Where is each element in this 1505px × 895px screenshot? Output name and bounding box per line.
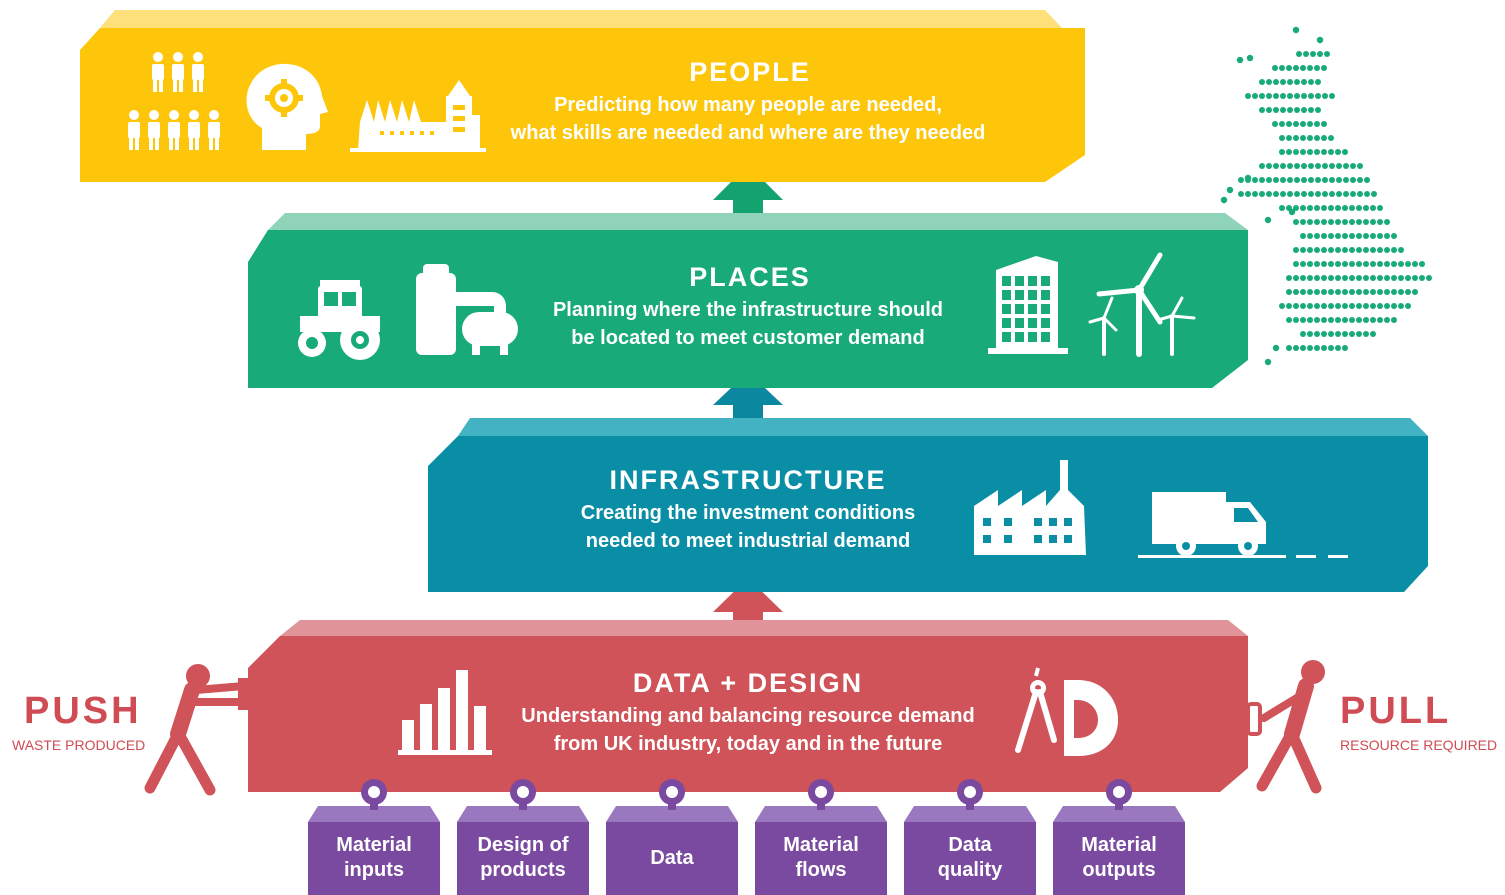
input-data: Data <box>650 846 694 869</box>
input-design-of-products: Design of products <box>477 834 569 881</box>
people-description-line2: what skills are needed and where are the… <box>510 122 986 144</box>
places-title: PLACES <box>689 262 811 292</box>
factory-icon <box>350 80 486 152</box>
push-sublabel: WASTE PRODUCED <box>12 737 146 753</box>
input-material-inputs: Material inputs <box>336 834 412 881</box>
uk-map-icon <box>1220 26 1432 366</box>
compass-ruler-icon <box>1015 667 1118 756</box>
places-description-line1: Planning where the infrastructure should <box>552 299 944 321</box>
person-pushing-icon <box>144 664 248 796</box>
push-label: PUSH <box>24 690 142 732</box>
data-design-block <box>248 620 1248 792</box>
infrastructure-description-line1: Creating the investment conditions <box>580 502 916 524</box>
pull-sublabel: RESOURCE REQUIRED <box>1340 737 1498 753</box>
data-design-description-line2: from UK industry, today and in the futur… <box>553 733 943 755</box>
people-description-line1: Predicting how many people are needed, <box>554 94 942 116</box>
infrastructure-title: INFRASTRUCTURE <box>609 465 887 495</box>
delivery-truck-icon <box>1138 492 1348 558</box>
wind-turbine-icon <box>1088 252 1196 357</box>
data-design-description-line1: Understanding and balancing resource dem… <box>521 705 975 727</box>
places-description-line2: be located to meet customer demand <box>571 327 925 349</box>
factory-icon <box>974 460 1086 555</box>
industrial-tank-icon <box>416 264 518 355</box>
input-material-outputs: Material outputs <box>1081 834 1157 881</box>
infrastructure-block <box>428 418 1428 592</box>
pull-label: PULL <box>1340 690 1452 732</box>
input-data-quality: Data quality <box>937 834 1003 881</box>
office-building-icon <box>988 256 1068 354</box>
tractor-icon <box>298 280 380 360</box>
infrastructure-description-line2: needed to meet industrial demand <box>585 530 911 552</box>
person-pulling-icon <box>1246 660 1325 794</box>
people-group-icon <box>128 52 220 150</box>
data-design-title: DATA + DESIGN <box>632 668 864 698</box>
people-title: PEOPLE <box>689 57 811 87</box>
bar-chart-icon <box>398 670 492 755</box>
head-gear-icon <box>246 63 328 150</box>
people-block <box>80 10 1085 182</box>
input-material-flows: Material flows <box>783 834 859 881</box>
input-pins <box>308 779 1185 895</box>
